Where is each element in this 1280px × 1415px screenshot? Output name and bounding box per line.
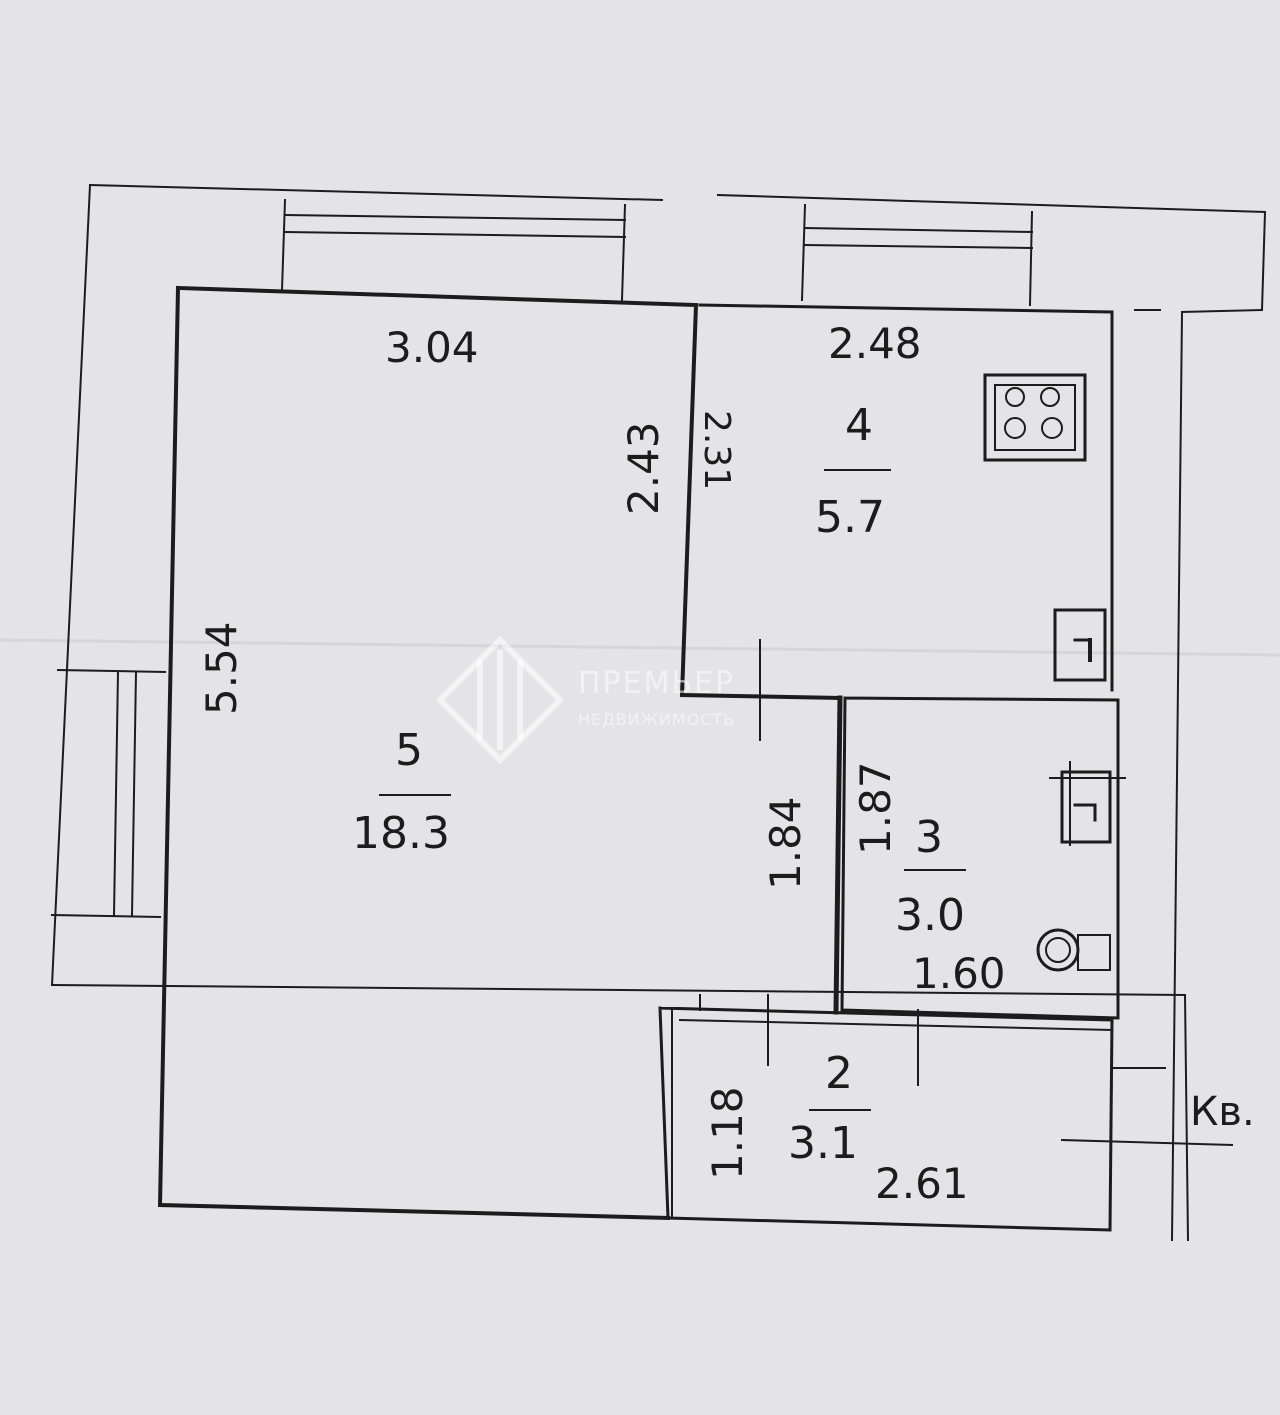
entry-corridor bbox=[1060, 309, 1234, 1147]
sink-icon bbox=[1053, 608, 1107, 682]
apartment-label: Кв. bbox=[1190, 1089, 1255, 1135]
window-room5 bbox=[280, 198, 627, 302]
dim-room5-right: 2.43 bbox=[619, 421, 668, 515]
washbasin-icon bbox=[1060, 770, 1112, 844]
watermark-line2: НЕДВИЖИМОСТЬ bbox=[578, 710, 735, 729]
room-2-number: 2 bbox=[825, 1048, 853, 1099]
dim-room3-bottom: 1.60 bbox=[912, 949, 1006, 998]
room-2-walls bbox=[658, 1006, 1114, 1232]
dim-room5-top: 3.04 bbox=[385, 323, 479, 372]
room-4-walls bbox=[698, 303, 1114, 692]
paper-fold bbox=[0, 638, 1280, 657]
watermark-line1: ПРЕМЬЕР bbox=[578, 666, 735, 701]
watermark: ПРЕМЬЕР НЕДВИЖИМОСТЬ bbox=[435, 635, 735, 765]
room-5-number: 5 bbox=[395, 725, 423, 776]
room-4-area: 5.7 bbox=[815, 492, 885, 543]
dim-room5-left: 5.54 bbox=[197, 621, 246, 715]
dim-room4-top: 2.48 bbox=[828, 319, 922, 368]
room-3-thick-wall bbox=[833, 695, 843, 1015]
room-5-outer-walls bbox=[157, 285, 671, 1221]
stove-icon bbox=[983, 373, 1087, 462]
room-2-area: 3.1 bbox=[788, 1118, 858, 1169]
window-left bbox=[50, 668, 167, 919]
toilet-icon bbox=[1036, 928, 1111, 972]
window-room4 bbox=[800, 203, 1034, 307]
room-4-number: 4 bbox=[845, 400, 873, 451]
dim-room2-left: 1.18 bbox=[703, 1086, 752, 1180]
room-3-walls bbox=[840, 696, 1120, 1020]
room-3-area: 3.0 bbox=[895, 890, 965, 941]
room-3-number: 3 bbox=[915, 812, 943, 863]
dim-room3-left: 1.87 bbox=[851, 761, 900, 855]
dim-room5-mid-right: 1.84 bbox=[761, 796, 810, 890]
dim-room4-left: 2.31 bbox=[696, 410, 737, 490]
watermark-logo-icon bbox=[435, 635, 565, 765]
outer-walls bbox=[50, 183, 1267, 1242]
room-5-area: 18.3 bbox=[352, 808, 450, 859]
dim-room2-bottom: 2.61 bbox=[875, 1159, 969, 1208]
